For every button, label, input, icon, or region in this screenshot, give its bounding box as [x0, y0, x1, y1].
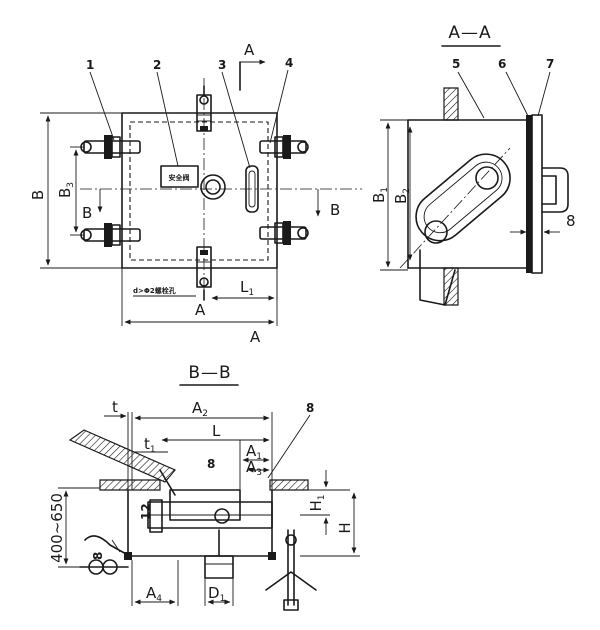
part-number-4: 4 [285, 56, 293, 70]
dim-A3-label: A [246, 458, 257, 476]
drain-pipe [419, 249, 456, 306]
dim-A4-label: A [146, 584, 157, 602]
svg-text:A1: A1 [246, 442, 262, 462]
bb-open-cover [68, 429, 176, 483]
svg-text:H1: H1 [307, 494, 327, 511]
dim-bb-8-small: 8 [207, 457, 215, 471]
svg-text:t1: t1 [144, 435, 156, 455]
dim-B2-label: B [392, 194, 410, 204]
nameplate [160, 165, 199, 188]
dim-L-label: L [212, 422, 221, 440]
handle-slot [245, 165, 259, 213]
bb-deck-right [269, 479, 309, 491]
dim-B2-sub: 2 [402, 188, 412, 194]
svg-text:L1: L1 [240, 278, 254, 298]
plan-view: 安全阀 d>Φ2螺栓孔 B B3 A L1 A A B B [29, 41, 362, 346]
dim-A3-sub: 3 [256, 468, 262, 478]
dim-A4-sub: 4 [156, 594, 162, 604]
bb-drain [204, 555, 234, 579]
dim-bb-12: 12 [139, 503, 153, 520]
bb-swing-bolt [265, 529, 317, 611]
dim-L1-sub: 1 [248, 288, 254, 298]
dim-t1-sub: 1 [150, 445, 156, 455]
right-upper-bolt [259, 135, 309, 159]
dim-t-label: t [112, 398, 118, 416]
bottom-swing-bolt [196, 246, 212, 288]
section-bb-view: B—B [48, 363, 360, 611]
part-number-7: 7 [546, 57, 554, 71]
cover-plate [526, 115, 532, 273]
deck-plate-upper [443, 87, 459, 121]
dim-range-label: 400~650 [48, 493, 66, 563]
cut-A-bottom-label: A [195, 301, 206, 319]
dim-H-label: H [336, 522, 354, 533]
dim-L1-label: L [240, 278, 249, 296]
dim-aa-8-label: 8 [566, 212, 576, 230]
dim-D1-sub: 1 [220, 594, 226, 604]
svg-text:A2: A2 [192, 399, 208, 419]
section-aa-view: A—A B1 B2 8 [370, 23, 576, 306]
section-aa-title: A—A [448, 23, 491, 43]
dim-A2-sub: 2 [202, 409, 208, 419]
dim-B3-label: B [56, 188, 74, 198]
dim-t1-label: t [144, 435, 150, 453]
dim-A1-sub: 1 [256, 452, 262, 462]
dim-B-label: B [29, 190, 47, 200]
part-number-2: 2 [153, 58, 161, 72]
top-swing-bolt [196, 85, 212, 132]
dim-H1-label: H [307, 500, 325, 511]
opening-outline [129, 121, 269, 261]
part-number-6: 6 [498, 57, 506, 71]
svg-text:B3: B3 [56, 182, 76, 198]
dim-B3-sub: 3 [66, 182, 76, 188]
bb-deck-left [99, 479, 161, 491]
dim-A2-label: A [192, 399, 203, 417]
svg-text:A3: A3 [246, 458, 262, 478]
svg-text:D1: D1 [208, 584, 225, 604]
part-number-5: 5 [452, 57, 460, 71]
part-number-1: 1 [86, 58, 94, 72]
dim-B1-label: B [370, 193, 388, 203]
part-number-8: 8 [306, 401, 314, 415]
cut-B-right-label: B [330, 201, 340, 219]
dim-B1-sub: 1 [380, 187, 390, 193]
dim-bb-8: 8 [91, 552, 105, 560]
bb-inner-frame [169, 489, 241, 521]
dim-H1-sub: 1 [317, 494, 327, 500]
left-upper-bolt [80, 135, 141, 159]
central-hole-outer [200, 174, 226, 200]
svg-text:A4: A4 [146, 584, 162, 604]
section-bb-title: B—B [188, 363, 231, 383]
cut-B-left-label: B [82, 204, 92, 222]
dim-A-label: A [250, 328, 261, 346]
svg-text:B2: B2 [392, 188, 412, 204]
cover-handle [541, 167, 569, 213]
svg-text:B1: B1 [370, 187, 390, 203]
part-number-3: 3 [218, 58, 226, 72]
left-lower-bolt [80, 223, 141, 247]
central-hole-inner [205, 179, 221, 195]
right-lower-bolt [259, 221, 309, 245]
nameplate-text: 安全阀 [169, 173, 190, 182]
dim-D1-label: D [208, 584, 220, 602]
inclined-slot [415, 153, 511, 242]
dim-A1-label: A [246, 442, 257, 460]
plate-outline [121, 112, 278, 269]
cut-A-top-label: A [244, 41, 255, 59]
bolt-hole-note: d>Φ2螺栓孔 [133, 286, 176, 295]
